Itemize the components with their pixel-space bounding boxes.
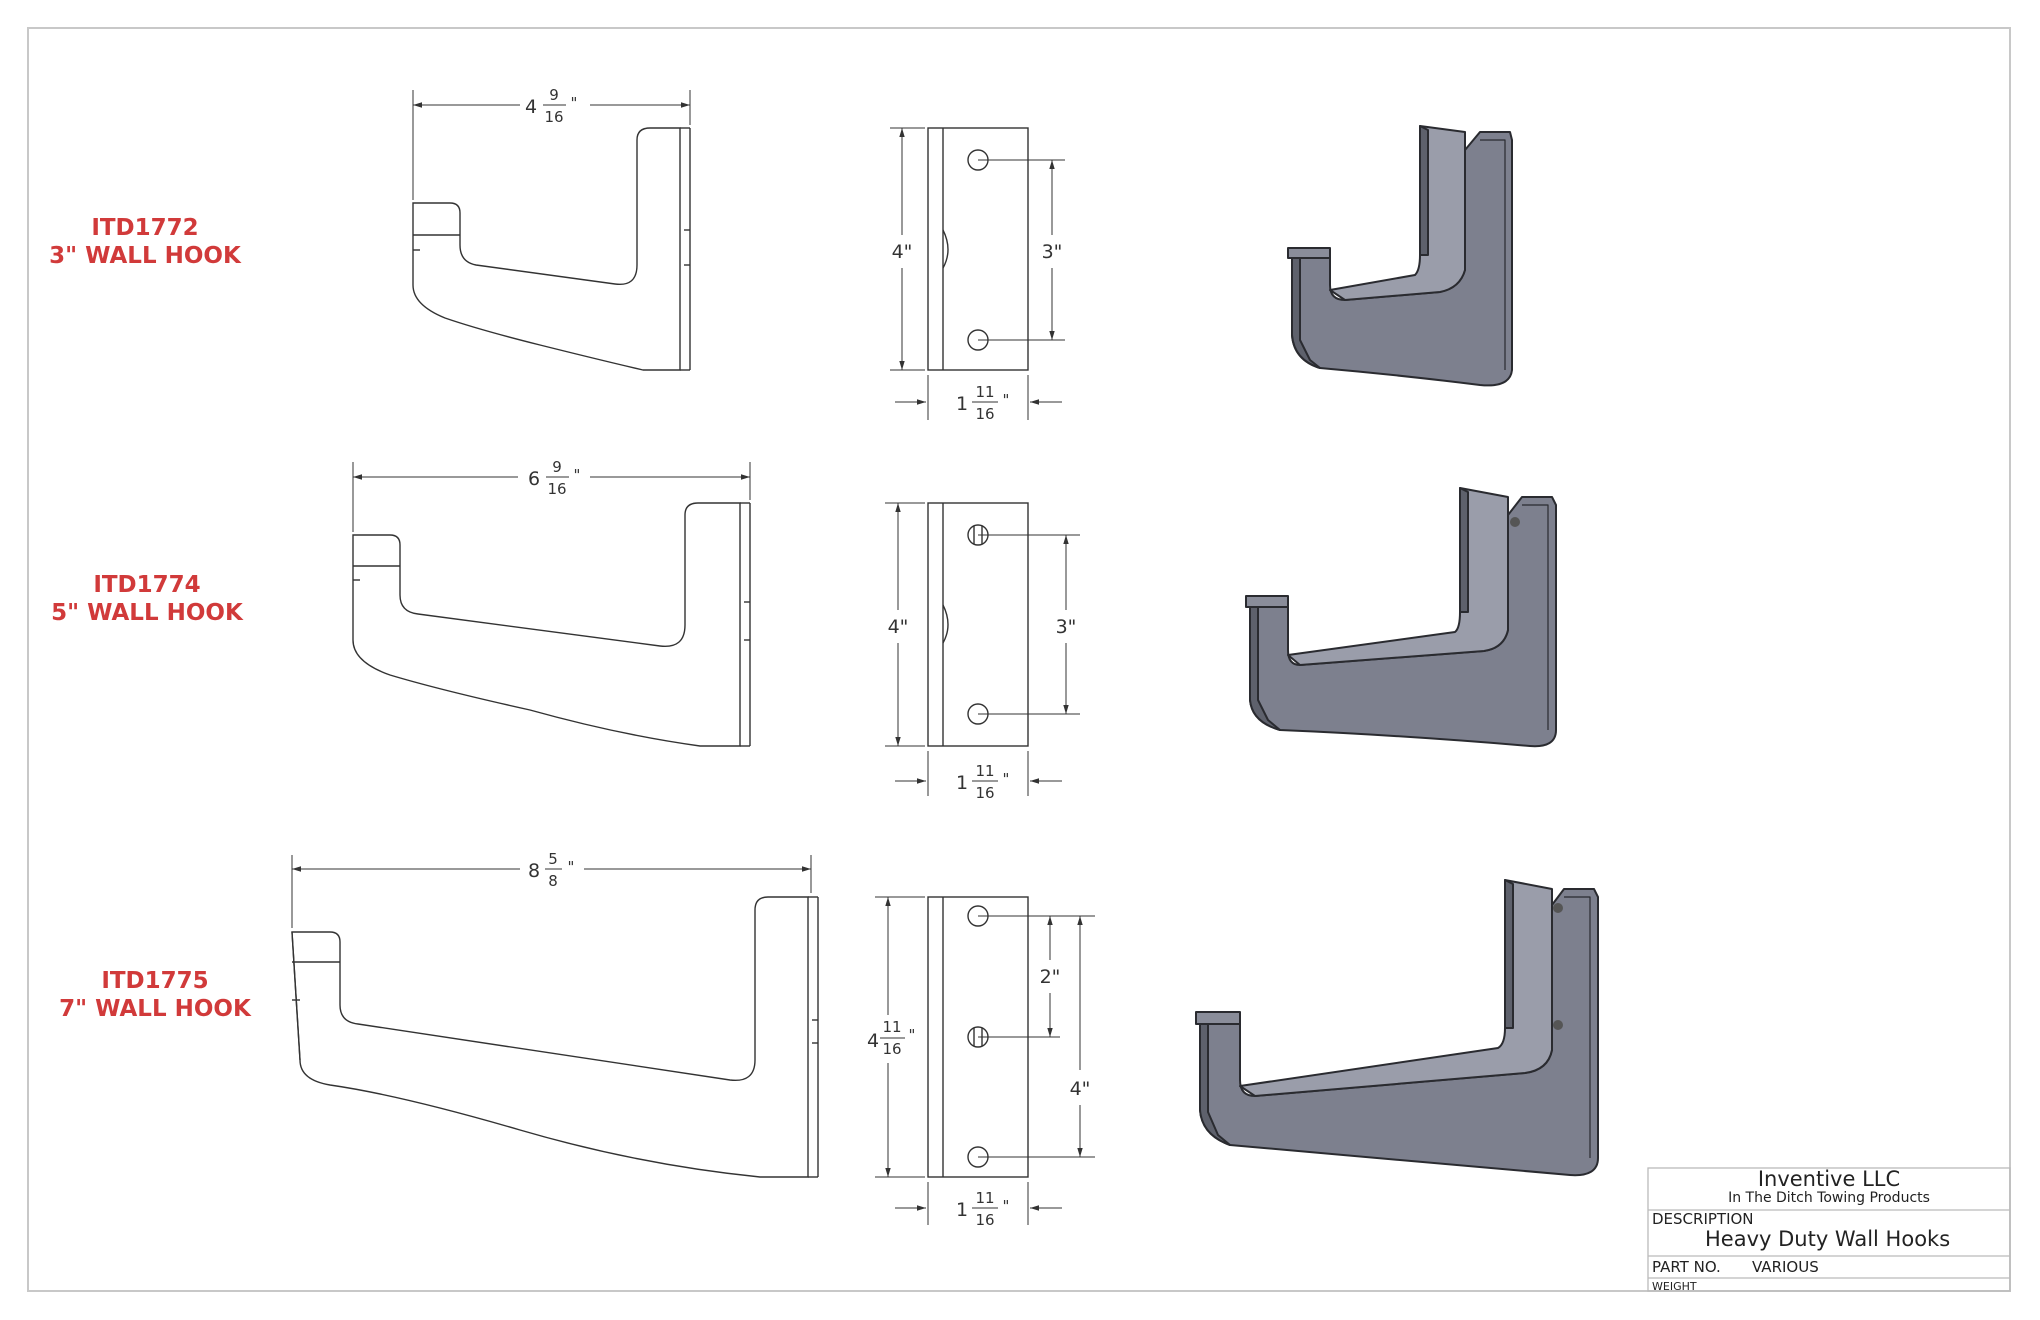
- title-block-part-no-label: PART NO.: [1652, 1258, 1721, 1276]
- width-label-itd1772: 4 9 16 ": [525, 86, 578, 126]
- svg-text:11: 11: [975, 762, 994, 780]
- svg-text:9: 9: [549, 86, 559, 104]
- svg-text:8: 8: [528, 860, 540, 882]
- width-dimension-itd1775: [291, 855, 812, 928]
- front-view-itd1772: [927, 127, 1029, 371]
- svg-text:1: 1: [956, 1199, 968, 1221]
- title-block-frame: [1647, 1167, 2011, 1292]
- svg-text:3": 3": [1056, 616, 1077, 638]
- title-block-description: Heavy Duty Wall Hooks: [1705, 1227, 1951, 1251]
- svg-text:11: 11: [975, 1189, 994, 1207]
- svg-text:": ": [574, 466, 581, 484]
- front-dim-labels-itd1775: 4 11 16 " 2" 4" 1 11 16 ": [867, 966, 1090, 1229]
- width-label-itd1775: 8 5 8 ": [528, 850, 575, 890]
- svg-text:16: 16: [882, 1040, 901, 1058]
- sheet-border: [27, 27, 2011, 1292]
- part-number: ITD1772: [91, 215, 199, 241]
- part-label-itd1772: ITD1772 3" WALL HOOK: [40, 214, 250, 270]
- svg-text:": ": [1003, 1197, 1010, 1215]
- svg-text:4: 4: [525, 96, 537, 118]
- side-view-itd1774: [352, 502, 751, 747]
- title-block-part-no: VARIOUS: [1752, 1258, 1819, 1276]
- part-name: 7" WALL HOOK: [59, 996, 251, 1022]
- title-block-company: Inventive LLC: [1757, 1167, 1901, 1191]
- svg-text:2": 2": [1040, 966, 1061, 988]
- width-dimension-itd1774: [352, 462, 751, 532]
- width-label-itd1774: 6 9 16 ": [528, 458, 581, 498]
- part-name: 5" WALL HOOK: [51, 600, 243, 626]
- front-dim-labels-itd1774: 4" 3" 1 11 16 ": [888, 616, 1077, 802]
- svg-text:": ": [1003, 391, 1010, 409]
- part-number: ITD1774: [93, 572, 201, 598]
- svg-text:5: 5: [548, 850, 558, 868]
- title-block-weight-label: WEIGHT: [1652, 1280, 1697, 1293]
- svg-text:9: 9: [552, 458, 562, 476]
- title-block-subtitle: In The Ditch Towing Products: [1728, 1190, 1930, 1206]
- side-view-itd1772: [412, 127, 691, 371]
- front-dim-labels-itd1772: 4" 3" 1 11 16 ": [892, 241, 1063, 423]
- svg-text:1: 1: [956, 772, 968, 794]
- svg-text:16: 16: [975, 784, 994, 802]
- width-dimension-itd1772: [412, 90, 691, 200]
- svg-text:11: 11: [882, 1018, 901, 1036]
- height-dimension-itd1775: [875, 896, 1095, 1225]
- svg-text:": ": [571, 94, 578, 112]
- svg-text:3": 3": [1042, 241, 1063, 263]
- svg-text:4": 4": [1070, 1078, 1091, 1100]
- svg-text:8: 8: [548, 872, 558, 890]
- svg-text:16: 16: [975, 1211, 994, 1229]
- part-label-itd1775: ITD1775 7" WALL HOOK: [50, 967, 260, 1023]
- part-label-itd1774: ITD1774 5" WALL HOOK: [42, 571, 252, 627]
- svg-text:": ": [1003, 770, 1010, 788]
- iso-view-itd1774: [1245, 487, 1557, 748]
- svg-text:11: 11: [975, 383, 994, 401]
- svg-text:4": 4": [892, 241, 913, 263]
- svg-text:": ": [909, 1026, 916, 1044]
- title-block-description-label: DESCRIPTION: [1652, 1210, 1754, 1228]
- part-number: ITD1775: [101, 968, 209, 994]
- iso-view-itd1772: [1287, 125, 1513, 387]
- svg-text:": ": [568, 858, 575, 876]
- height-dimension-itd1772: [890, 127, 1065, 420]
- part-name: 3" WALL HOOK: [49, 243, 241, 269]
- front-view-itd1774: [927, 502, 1029, 747]
- svg-text:6: 6: [528, 468, 540, 490]
- svg-text:16: 16: [544, 108, 563, 126]
- height-dimension-itd1774: [885, 502, 1080, 796]
- svg-text:16: 16: [975, 405, 994, 423]
- svg-text:1: 1: [956, 393, 968, 415]
- side-view-itd1775: [291, 896, 819, 1178]
- svg-text:4: 4: [867, 1030, 879, 1052]
- svg-text:16: 16: [547, 480, 566, 498]
- svg-text:4": 4": [888, 616, 909, 638]
- iso-view-itd1775: [1195, 879, 1599, 1177]
